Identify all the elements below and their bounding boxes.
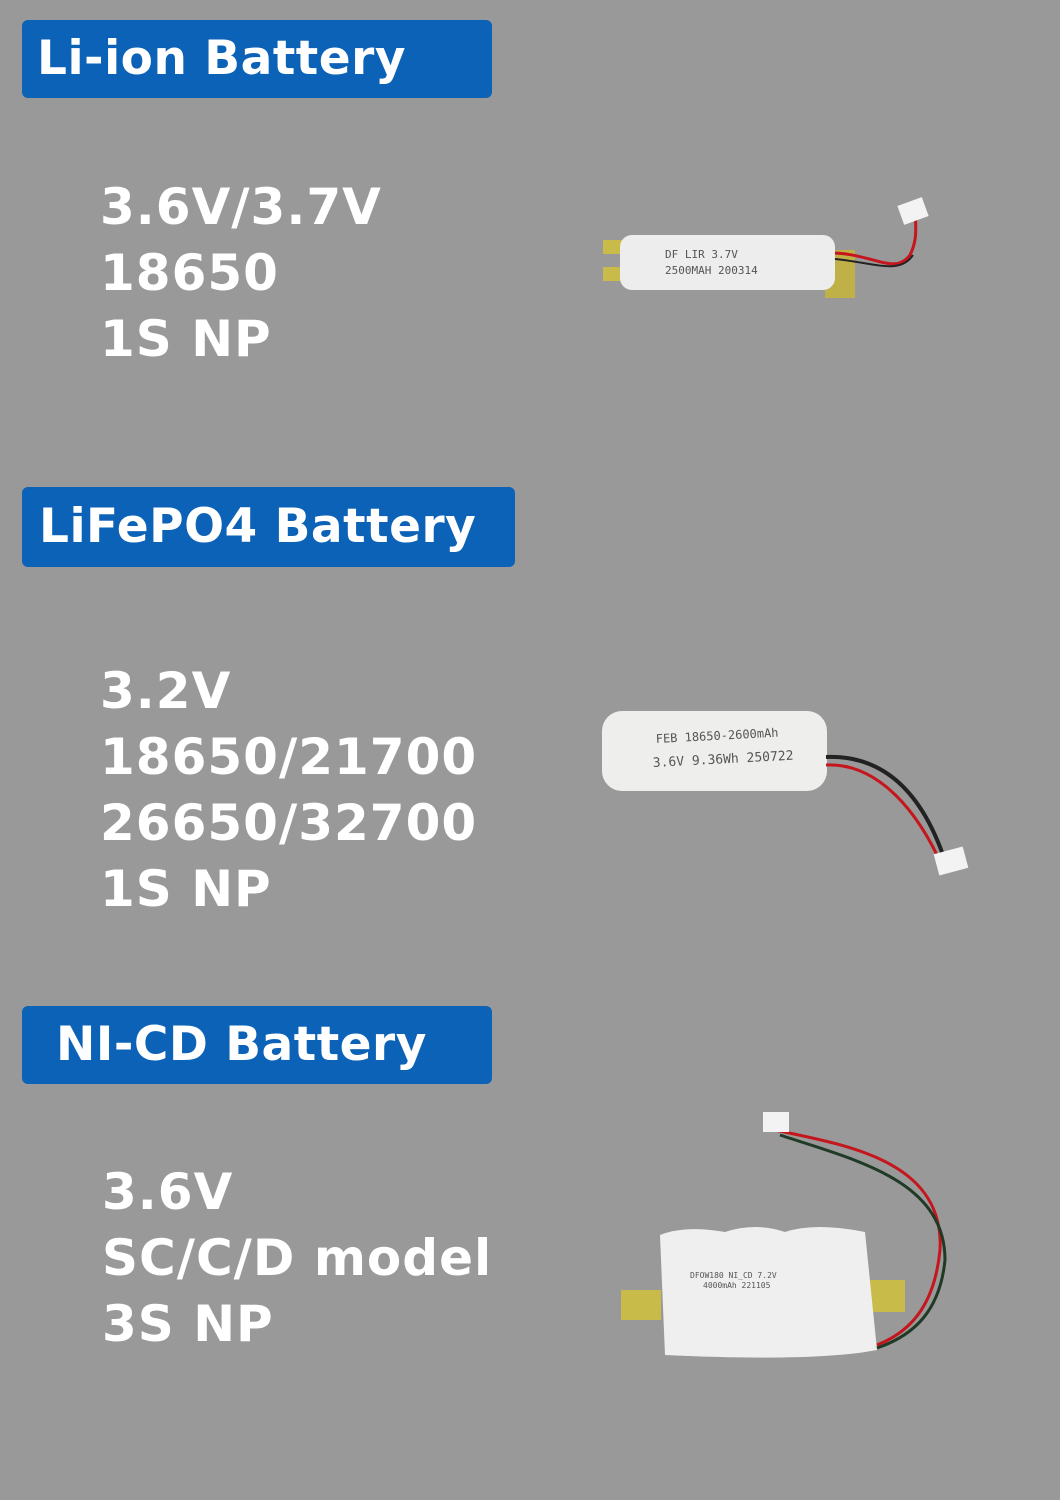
spec-line: 3.6V [102, 1163, 234, 1221]
spec-line: SC/C/D model [102, 1229, 493, 1287]
cell [620, 235, 835, 290]
section-header-ni-cd: NI-CD Battery [22, 1006, 492, 1084]
spec-line: 26650/32700 [100, 794, 478, 852]
spec-line: 1S NP [100, 310, 272, 368]
cell [602, 711, 827, 791]
label-line: DFOW180 NI_CD 7.2V [690, 1271, 777, 1280]
connector [933, 846, 969, 876]
label-line: DF LIR 3.7V [665, 248, 738, 261]
tab [621, 1290, 661, 1320]
li-ion-battery-image: DF LIR 3.7V 2500MAH 200314 [603, 197, 929, 298]
label-line: 2500MAH 200314 [665, 264, 758, 277]
label-line: 4000mAh 221105 [703, 1281, 771, 1290]
section-header-lifepo4: LiFePO4 Battery [22, 487, 515, 567]
ni-cd-battery-image: DFOW180 NI_CD 7.2V 4000mAh 221105 [621, 1112, 947, 1358]
spec-line: 3.6V/3.7V [100, 178, 382, 236]
pack [660, 1227, 877, 1358]
label-line: FEB 18650-2600mAh [655, 726, 778, 746]
spec-line: 18650/21700 [100, 728, 478, 786]
specs-ni-cd: 3.6V SC/C/D model 3S NP [102, 1159, 492, 1357]
specs-li-ion: 3.6V/3.7V 18650 1S NP [100, 174, 382, 372]
lifepo4-battery-image: FEB 18650-2600mAh 3.6V 9.36Wh 250722 [602, 711, 969, 876]
section-header-li-ion: Li-ion Battery [22, 20, 492, 98]
spec-line: 3.2V [100, 662, 232, 720]
connector [763, 1112, 789, 1132]
spec-line: 1S NP [100, 860, 272, 918]
spec-line: 18650 [100, 244, 279, 302]
spec-line: 3S NP [102, 1295, 274, 1353]
specs-lifepo4: 3.2V 18650/21700 26650/32700 1S NP [100, 658, 477, 922]
connector [897, 197, 929, 225]
label-line: 3.6V 9.36Wh 250722 [652, 749, 793, 771]
